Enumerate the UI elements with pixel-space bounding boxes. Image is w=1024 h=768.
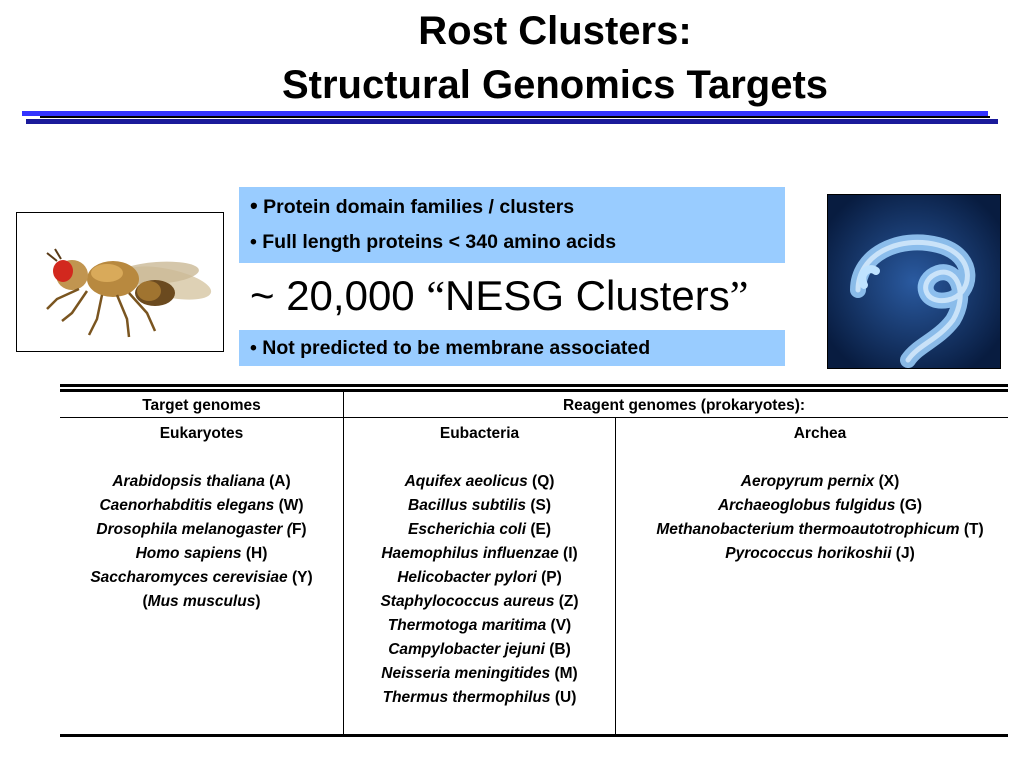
species-row: Methanobacterium thermoautotrophicum (T) [616,518,1024,542]
criteria-item-membrane: • Not predicted to be membrane associate… [250,337,651,359]
criteria-box-top: • Protein domain families / clusters • F… [239,187,785,263]
genome-code: (X) [874,473,900,490]
fruit-fly-image [16,212,224,352]
genome-code: (Q) [527,473,555,490]
species-row: Pyrococcus horikoshii (J) [616,542,1024,566]
species-row: Arabidopsis thaliana (A) [60,470,343,494]
species-name: Homo sapiens [135,545,242,562]
species-name: Haemophilus influenzae [381,545,559,562]
cluster-count-prefix: ~ 20,000 [250,272,427,319]
genome-code: (U) [550,689,577,706]
species-row: Caenorhabditis elegans (W) [60,494,343,518]
genome-code: (B) [544,641,571,658]
species-row: Drosophila melanogaster (F) [60,518,343,542]
species-row: Bacillus subtilis (S) [344,494,615,518]
table-header-rule [60,417,1008,418]
species-name: Thermus thermophilus [382,689,551,706]
title-underline-navy [26,119,998,124]
genome-code: (J) [891,545,915,562]
nematode-worm-image [827,194,1001,369]
table-bottom-rule [60,734,1008,737]
criteria-item-domain-families: • Protein domain families / clusters [250,193,574,219]
species-name: Staphylococcus aureus [380,593,555,610]
genome-code: (E) [526,521,551,538]
eubacteria-column: Eubacteria Aquifex aeolicus (Q)Bacillus … [344,422,615,710]
genome-code: (H) [241,545,268,562]
genome-code: (W) [274,497,304,514]
species-name: Saccharomyces cerevisiae [90,569,288,586]
header-reagent-genomes: Reagent genomes (prokaryotes): [562,397,806,414]
close-quote: ” [729,274,749,320]
species-name: Aeropyrum pernix [740,473,875,490]
species-row: Haemophilus influenzae (I) [344,542,615,566]
genome-code: (G) [895,497,923,514]
column-heading: Eukaryotes [159,425,244,442]
species-name: Helicobacter pylori [397,569,537,586]
criteria-item-text: Protein domain families / clusters [263,196,575,218]
species-name: Thermotoga maritima [387,617,547,634]
genome-code: (T) [959,521,984,538]
species-name: Escherichia coli [408,521,527,538]
species-name: Mus musculus [147,593,256,610]
species-row: (Mus musculus) [60,590,343,614]
title-line-2: Structural Genomics Targets [281,63,829,107]
genome-code: (P) [536,569,562,586]
species-prefix: ( [142,593,148,610]
genome-code: (Z) [554,593,579,610]
table-divider-1 [343,392,344,735]
species-name: Aquifex aeolicus [404,473,528,490]
eukaryotes-column: Eukaryotes Arabidopsis thaliana (A)Caeno… [60,422,343,614]
species-name: Pyrococcus horikoshii [725,545,892,562]
table-top-rule-2 [60,389,1008,392]
species-name: Caenorhabditis elegans [99,497,275,514]
column-heading: Eubacteria [439,425,520,442]
archea-column: Archea Aeropyrum pernix (X)Archaeoglobus… [616,422,1024,566]
genome-code: (M) [550,665,578,682]
species-name: Methanobacterium thermoautotrophicum [656,521,960,538]
species-name: Archaeoglobus fulgidus [717,497,896,514]
header-target-genomes: Target genomes [142,397,261,414]
title-underline-blue [22,111,988,116]
table-divider-2 [615,418,616,735]
species-row: Helicobacter pylori (P) [344,566,615,590]
open-quote: “ [426,274,445,320]
criteria-box-bottom: • Not predicted to be membrane associate… [239,330,785,366]
species-row: Homo sapiens (H) [60,542,343,566]
species-name: Neisseria meningitides [381,665,551,682]
species-name: Drosophila melanogaster ( [96,521,292,538]
species-name: Bacillus subtilis [408,497,527,514]
genome-code: F) [291,521,307,538]
species-row: Thermus thermophilus (U) [344,686,615,710]
genome-code: (Y) [287,569,313,586]
species-row: Aquifex aeolicus (Q) [344,470,615,494]
species-row: Staphylococcus aureus (Z) [344,590,615,614]
genome-code: (V) [546,617,572,634]
species-row: Saccharomyces cerevisiae (Y) [60,566,343,590]
bullet: • [250,193,258,218]
species-row: Escherichia coli (E) [344,518,615,542]
species-row: Aeropyrum pernix (X) [616,470,1024,494]
column-heading: Archea [793,425,847,442]
genome-code: (S) [526,497,551,514]
species-row: Thermotoga maritima (V) [344,614,615,638]
species-name: Campylobacter jejuni [388,641,545,658]
nesg-cluster-count: ~ 20,000 “NESG Clusters” [250,272,748,321]
title-underline-black [40,116,990,118]
species-row: Neisseria meningitides (M) [344,662,615,686]
criteria-item-full-length: • Full length proteins < 340 amino acids [250,231,617,253]
table-top-rule [60,384,1008,387]
title-line-1: Rost Clusters: [418,9,692,53]
slide-title: Rost Clusters: Structural Genomics Targe… [0,4,1024,112]
species-name: Arabidopsis thaliana [112,473,265,490]
genome-code: (I) [558,545,578,562]
genome-code: (A) [264,473,291,490]
genome-code: ) [255,593,261,610]
species-row: Campylobacter jejuni (B) [344,638,615,662]
species-row: Archaeoglobus fulgidus (G) [616,494,1024,518]
cluster-name: NESG Clusters [444,272,730,319]
